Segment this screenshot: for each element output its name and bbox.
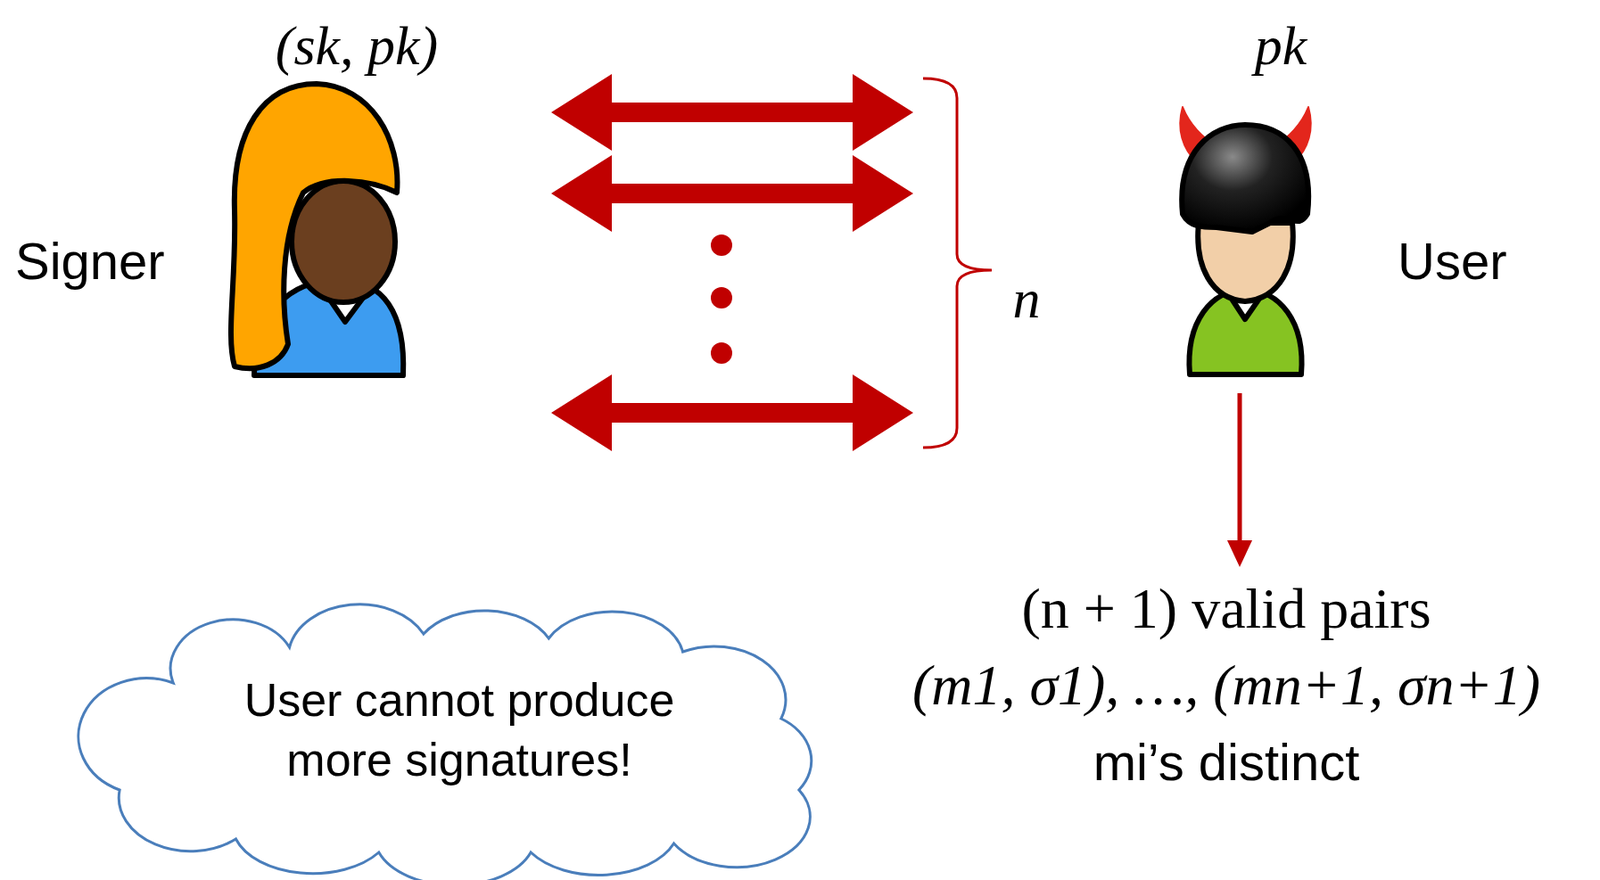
cloud-shape [78, 604, 812, 880]
user-face [1197, 222, 1294, 302]
curly-brace [923, 78, 992, 448]
key-pair: (sk, pk) [222, 14, 491, 78]
thought-cloud: User cannot produce more signatures! [65, 611, 853, 873]
signer-node: (sk, pk) Signer [8, 7, 549, 387]
output-arrow [1227, 393, 1253, 568]
distinct-note: mi’s distinct [865, 724, 1588, 801]
user-node: pkUser [918, 7, 1588, 387]
role-label: User [1397, 231, 1559, 292]
count-label: n [1004, 267, 1049, 331]
output-node: (n + 1) valid pairs(m1, σ1), …, (mn+1, σ… [865, 570, 1592, 812]
exchange-arrow [551, 155, 914, 232]
signer-hair [230, 83, 398, 369]
public-key: pk [1191, 14, 1370, 78]
output-heading: (n + 1) valid pairs [865, 570, 1588, 648]
ellipsis-dot [710, 287, 733, 309]
ellipsis-dot [710, 342, 733, 364]
arrow-head [1227, 540, 1253, 568]
ellipsis-dot [710, 234, 733, 256]
signer-figure [230, 83, 404, 376]
exchange-arrow [551, 74, 914, 151]
user-hair [1181, 124, 1309, 232]
signer-face [291, 181, 396, 303]
exchange-arrow [551, 374, 914, 452]
user-figure [1179, 107, 1311, 375]
arrow-shaft [1237, 393, 1243, 543]
role-label: Signer [15, 231, 212, 292]
signature-pairs: (m1, σ1), …, (mn+1, σn+1) [865, 647, 1588, 725]
cloud-text: User cannot produce more signatures! [227, 670, 692, 791]
